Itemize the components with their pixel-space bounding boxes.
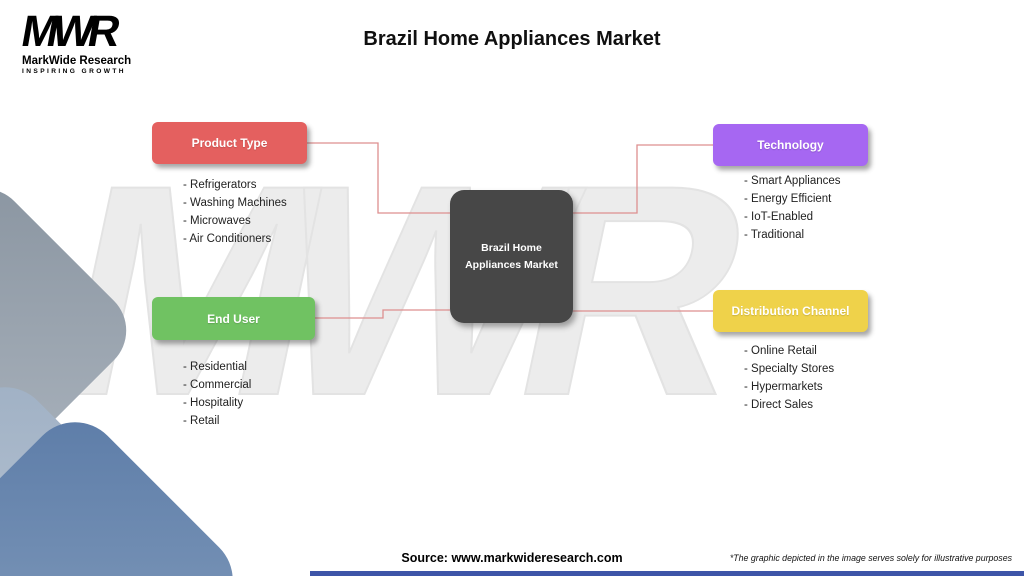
center-node-label: Brazil Home Appliances Market <box>465 241 558 271</box>
list-item: - Microwaves <box>183 215 251 227</box>
branch-box-distribution-channel: Distribution Channel <box>713 290 868 332</box>
list-item: - Refrigerators <box>183 179 257 191</box>
list-item: - Smart Appliances <box>744 175 841 187</box>
list-item: - Online Retail <box>744 345 817 357</box>
connector-product-type <box>307 142 450 214</box>
list-item: - Commercial <box>183 379 252 391</box>
branch-list-distribution-channel: - Online Retail - Specialty Stores - Hyper… <box>744 342 834 414</box>
list-item: - Traditional <box>744 229 805 241</box>
source-url-link[interactable]: www.markwideresearch.com <box>451 551 623 565</box>
list-item: - Direct Sales <box>744 399 814 411</box>
branch-label-product-type: Product Type <box>191 136 268 150</box>
center-node-market: Brazil Home Appliances Market <box>450 190 573 323</box>
branch-label-technology: Technology <box>757 138 824 152</box>
logo-tagline: INSPIRING GROWTH <box>22 68 126 75</box>
list-item: - Hypermarkets <box>744 381 823 393</box>
connector-end-user <box>315 309 450 319</box>
list-item: - Retail <box>183 415 220 427</box>
disclaimer-text: *The graphic depicted in the image serve… <box>729 553 1012 563</box>
list-item: - Washing Machines <box>183 197 287 209</box>
bottom-accent-bar <box>310 571 1024 576</box>
branch-box-end-user: End User <box>152 297 315 340</box>
list-item: - Residential <box>183 361 247 373</box>
branch-box-technology: Technology <box>713 124 868 166</box>
connector-technology <box>573 144 713 214</box>
page-title: Brazil Home Appliances Market <box>363 28 661 50</box>
branch-label-end-user: End User <box>207 311 260 326</box>
source-line: Source: www.markwideresearch.com <box>0 551 1024 565</box>
branch-list-end-user: - Residential - Commercial - Hospitality - … <box>183 358 251 430</box>
list-item: - Energy Efficient <box>744 193 832 205</box>
branch-label-distribution-channel: Distribution Channel <box>731 304 850 318</box>
list-item: - Specialty Stores <box>744 363 835 375</box>
source-label: Source: <box>401 551 448 565</box>
markwide-logo: MWR MarkWide Research INSPIRING GROWTH <box>18 7 132 75</box>
branch-list-product-type: - Refrigerators - Washing Machines - Micro… <box>183 176 287 248</box>
logo-name: MarkWide Research <box>22 55 132 67</box>
list-item: - Hospitality <box>183 397 244 409</box>
list-item: - IoT-Enabled <box>744 211 814 223</box>
list-item: - Air Conditioners <box>183 233 272 245</box>
branch-list-technology: - Smart Appliances - Energy Efficient - Io… <box>744 172 841 244</box>
branch-box-product-type: Product Type <box>152 122 307 164</box>
